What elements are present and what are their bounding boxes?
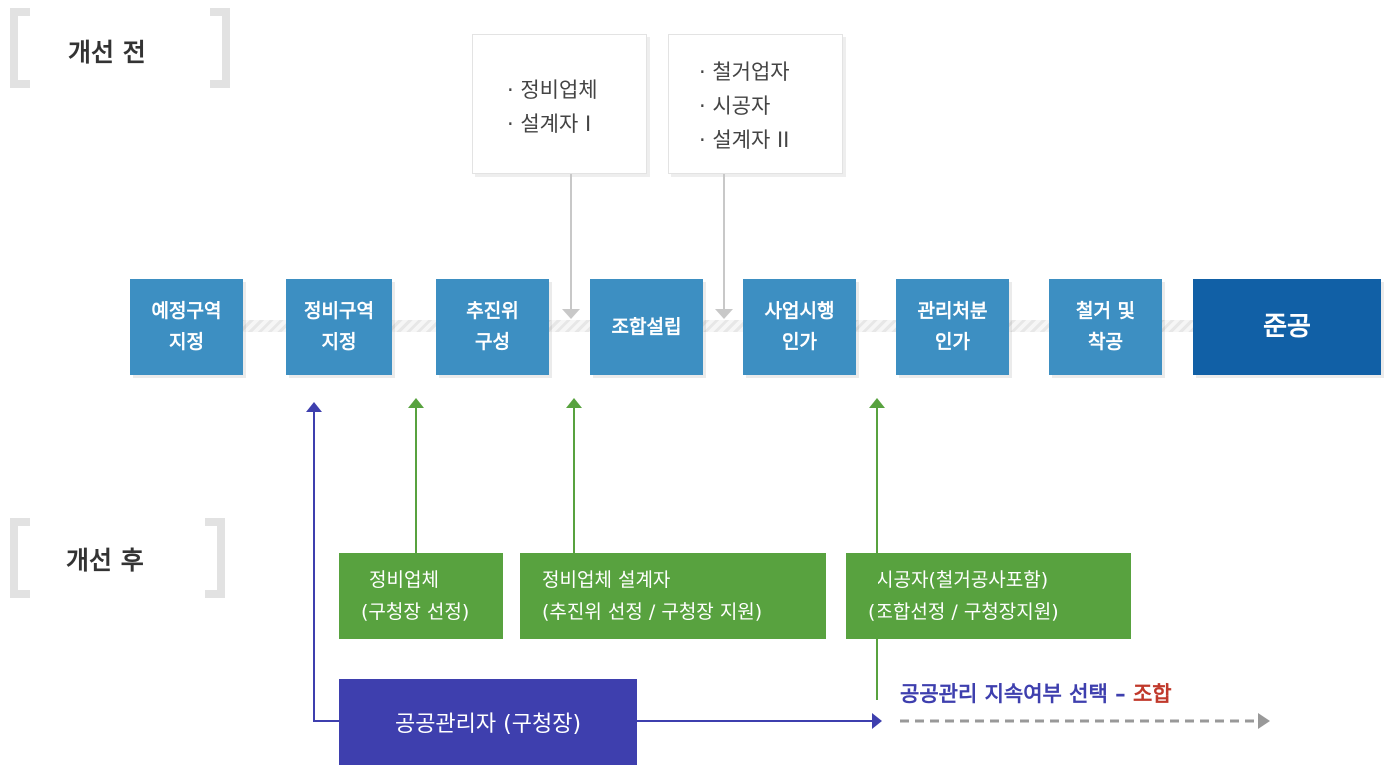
- green-box-designer: 정비업체 설계자 (추진위 선정 / 구청장 지원): [520, 553, 826, 639]
- continuation-main: 공공관리 지속여부 선택 –: [900, 682, 1133, 706]
- note-1-arrowhead: [562, 309, 580, 319]
- step-line: 예정구역: [151, 300, 222, 322]
- after-bracket-right: [205, 518, 225, 598]
- public-manager-box: 공공관리자 (구청장): [339, 679, 637, 765]
- step-line: 인가: [935, 331, 970, 353]
- step-line: 지정: [321, 331, 357, 353]
- step-line: 조합설립: [611, 315, 682, 338]
- note-item: · 철거업자: [699, 60, 790, 84]
- note-2-arrowhead: [715, 309, 733, 319]
- step-line: 구성: [475, 331, 510, 353]
- step-union: 조합설립: [590, 279, 703, 375]
- step-line: 준공: [1263, 311, 1311, 342]
- step-management-approval: 관리처분 인가: [896, 279, 1009, 375]
- green-arrow-2-head: [566, 398, 582, 408]
- continuation-text: 공공관리 지속여부 선택 – 조합: [900, 678, 1172, 708]
- before-bracket-left: [10, 8, 30, 88]
- note-item: · 정비업체: [507, 78, 598, 102]
- purple-arrowhead-up: [306, 402, 322, 412]
- purple-connector-left: [313, 412, 339, 722]
- step-line: 관리처분: [917, 300, 988, 322]
- step-committee: 추진위 구성: [436, 279, 549, 375]
- step-line: 착공: [1088, 331, 1123, 353]
- green-box-line: 정비업체 설계자: [542, 569, 671, 591]
- public-manager-label: 공공관리자 (구청장): [394, 712, 582, 737]
- before-bracket-right: [210, 8, 230, 88]
- step-demolition: 철거 및 착공: [1049, 279, 1162, 375]
- step-maintenance-area: 정비구역 지정: [286, 279, 392, 375]
- green-box-line: (조합선정 / 구청장지원): [868, 601, 1059, 623]
- note-box-1: · 정비업체 · 설계자 I: [472, 34, 647, 174]
- green-box-line: (추진위 선정 / 구청장 지원): [542, 601, 763, 623]
- after-label: 개선 후: [66, 546, 144, 575]
- green-box-line: (구청장 선정): [361, 601, 470, 623]
- note-item: · 설계자 II: [699, 128, 790, 152]
- step-designated-area: 예정구역 지정: [130, 279, 243, 375]
- before-label: 개선 전: [68, 38, 146, 67]
- step-line: 지정: [169, 331, 204, 353]
- step-line: 철거 및: [1075, 300, 1136, 322]
- step-line: 인가: [782, 331, 817, 353]
- note-item: · 설계자 I: [507, 112, 592, 136]
- green-box-line: 시공자(철거공사포함): [876, 569, 1049, 591]
- step-line: 추진위: [466, 300, 519, 322]
- green-box-constructor: 시공자(철거공사포함) (조합선정 / 구청장지원): [846, 553, 1131, 639]
- note-item: · 시공자: [699, 94, 771, 118]
- after-bracket-left: [10, 518, 30, 598]
- green-box-line: 정비업체: [369, 569, 439, 591]
- step-completion: 준공: [1193, 279, 1381, 375]
- step-line: 정비구역: [304, 300, 374, 322]
- purple-arrowhead-right: [872, 713, 882, 729]
- step-project-approval: 사업시행 인가: [743, 279, 856, 375]
- green-arrow-1-head: [408, 398, 424, 408]
- step-line: 사업시행: [764, 300, 835, 322]
- green-box-maintenance-company: 정비업체 (구청장 선정): [339, 553, 503, 639]
- note-box-2: · 철거업자 · 시공자 · 설계자 II: [668, 34, 843, 174]
- dashed-arrowhead: [1258, 713, 1270, 729]
- continuation-accent: 조합: [1132, 682, 1172, 706]
- green-arrow-3-head: [869, 398, 885, 408]
